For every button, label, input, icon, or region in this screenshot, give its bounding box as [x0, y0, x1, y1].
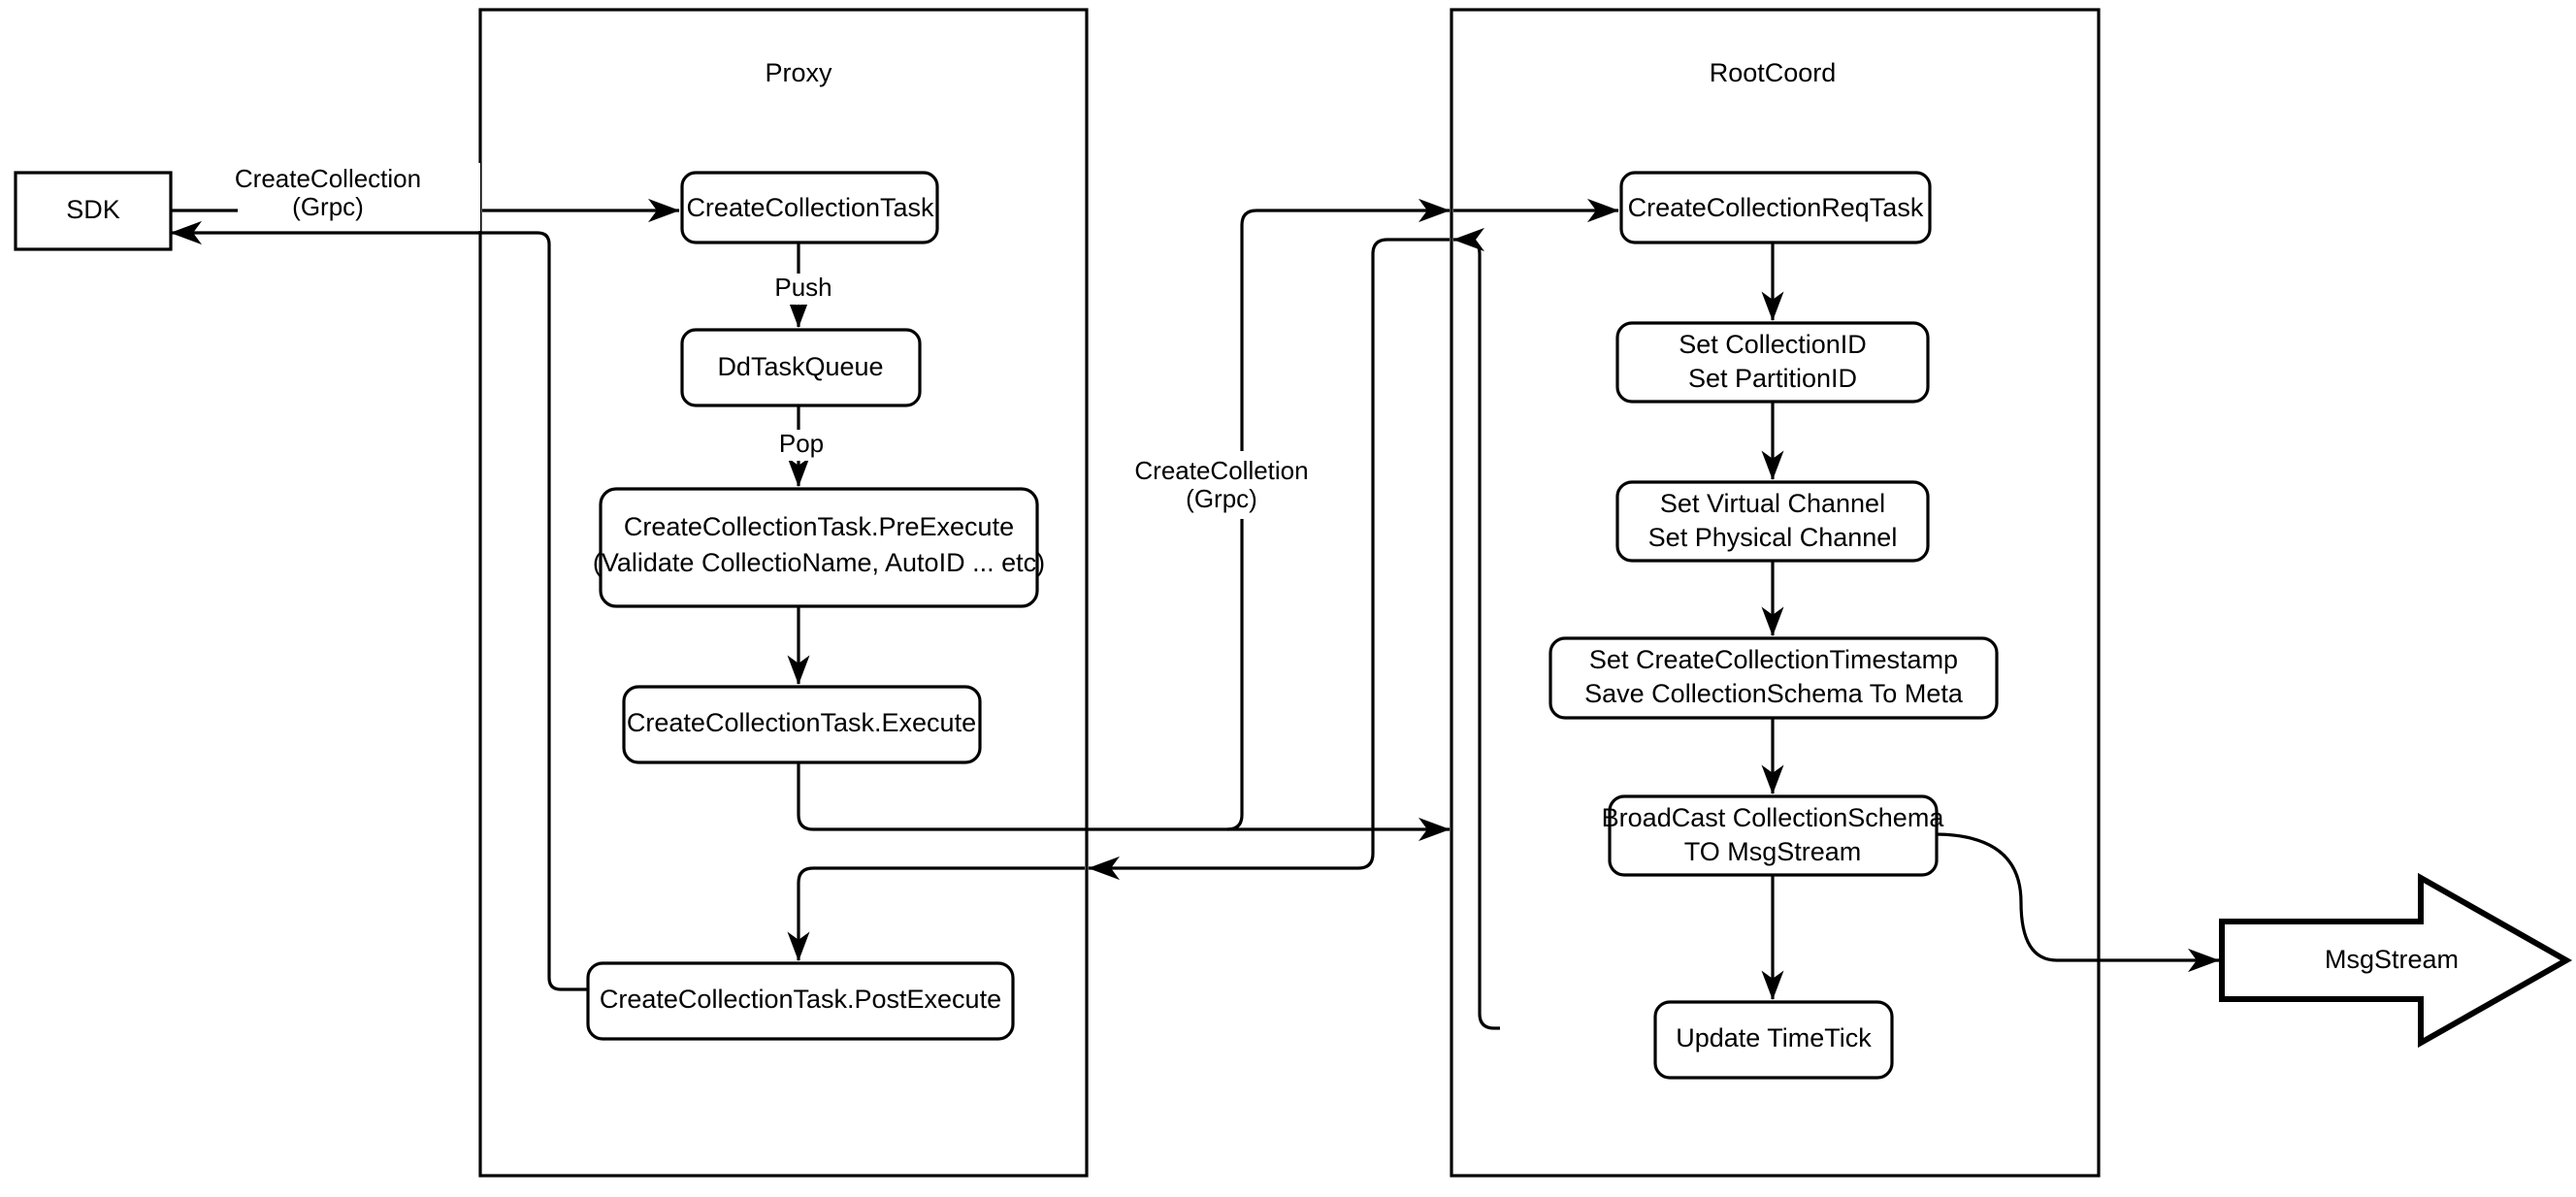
node-dd-task-queue[interactable]: DdTaskQueue [680, 328, 922, 407]
node-execute[interactable]: CreateCollectionTask.Execute [622, 685, 982, 764]
node-sdk[interactable]: SDK [14, 171, 173, 251]
node-set-timestamp-label-line2: Save CollectionSchema To Meta [1584, 679, 1964, 708]
node-set-channel-label-line2: Set Physical Channel [1648, 523, 1898, 552]
node-update-timetick-label: Update TimeTick [1676, 1023, 1872, 1052]
edge-label-proxy-to-rootcoord-line2: (Grpc) [1186, 484, 1257, 513]
node-set-channel[interactable]: Set Virtual Channel Set Physical Channel [1615, 480, 1930, 563]
edge-label-proxy-to-rootcoord: CreateColletion (Grpc) [1127, 451, 1356, 519]
node-msgstream[interactable]: MsgStream [2219, 872, 2573, 1049]
node-broadcast-label-line1: BroadCast CollectionSchema [1602, 803, 1945, 832]
edge-label-sdk-to-proxy-line2: (Grpc) [292, 192, 364, 221]
node-execute-label: CreateCollectionTask.Execute [627, 708, 976, 737]
node-post-execute[interactable]: CreateCollectionTask.PostExecute [586, 961, 1015, 1041]
node-pre-execute-label-line1: CreateCollectionTask.PreExecute [624, 512, 1014, 541]
node-set-timestamp-label-line1: Set CreateCollectionTimestamp [1589, 645, 1958, 674]
node-create-collection-task[interactable]: CreateCollectionTask [680, 171, 939, 244]
edge-label-push-text: Push [774, 273, 831, 302]
node-set-ids-label-line2: Set PartitionID [1688, 364, 1857, 393]
edge-label-sdk-to-proxy-line1: CreateCollection [235, 164, 421, 193]
node-broadcast[interactable]: BroadCast CollectionSchema TO MsgStream [1602, 794, 1945, 877]
node-pre-execute[interactable]: CreateCollectionTask.PreExecute (Validat… [593, 487, 1045, 608]
node-msgstream-label: MsgStream [2325, 945, 2459, 974]
edge-label-pop: Pop [772, 429, 831, 461]
node-set-ids[interactable]: Set CollectionID Set PartitionID [1615, 321, 1930, 404]
node-broadcast-label-line2: TO MsgStream [1684, 837, 1862, 866]
container-proxy-title: Proxy [765, 58, 832, 87]
node-dd-task-queue-label: DdTaskQueue [717, 352, 883, 381]
edge-label-proxy-to-rootcoord-line1: CreateColletion [1134, 456, 1308, 485]
edge-label-sdk-to-proxy: CreateCollection (Grpc) [235, 163, 480, 231]
edge-response-to-postexecute [787, 866, 1085, 961]
node-create-collection-req-task[interactable]: CreateCollectionReqTask [1619, 171, 1932, 244]
edge-broadcast-to-msgstream [1933, 832, 2220, 973]
node-update-timetick[interactable]: Update TimeTick [1653, 1000, 1894, 1080]
edge-gap-up-to-rootcoord-boundary [1226, 198, 1451, 831]
container-rootcoord-title: RootCoord [1710, 58, 1837, 87]
node-post-execute-label: CreateCollectionTask.PostExecute [600, 985, 1001, 1014]
edge-label-pop-text: Pop [779, 429, 824, 458]
node-set-channel-label-line1: Set Virtual Channel [1660, 489, 1885, 518]
node-create-collection-req-task-label: CreateCollectionReqTask [1628, 193, 1924, 222]
edge-updatetimetick-to-rootcoord-boundary [1452, 227, 1500, 1030]
node-create-collection-task-label: CreateCollectionTask [686, 193, 934, 222]
node-set-ids-label-line1: Set CollectionID [1679, 330, 1867, 359]
node-set-timestamp[interactable]: Set CreateCollectionTimestamp Save Colle… [1549, 636, 1999, 720]
node-pre-execute-label-line2: (Validate CollectioName, AutoID ... etc) [593, 548, 1045, 577]
edge-rootcoord-to-proxy-response [1088, 238, 1450, 881]
edge-label-push: Push [766, 273, 840, 305]
edge-postexecute-to-sdk-response [170, 220, 588, 991]
edge-execute-to-rootcoord [797, 742, 1451, 842]
node-sdk-label: SDK [66, 195, 120, 224]
